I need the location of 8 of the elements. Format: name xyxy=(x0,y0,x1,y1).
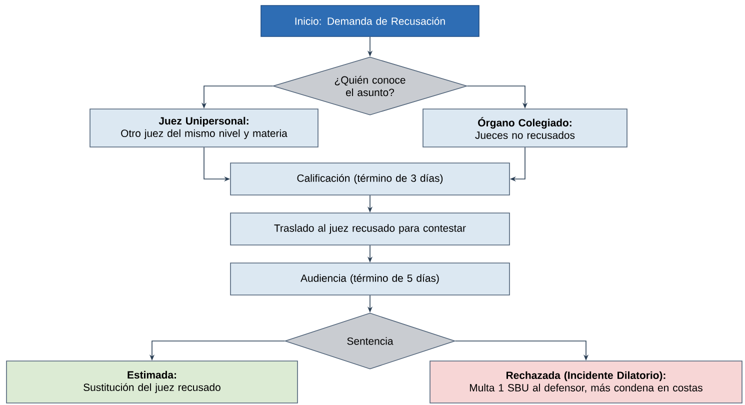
process-box: Calificación (término de 3 días) xyxy=(230,162,510,196)
process-box: Juez Unipersonal: Otro juez del mismo nivel y materia xyxy=(90,108,318,148)
process-box: Traslado al juez recusado para contestar xyxy=(230,212,510,246)
process-box: Audiencia (término de 5 días) xyxy=(230,262,510,296)
start-box: Inicio: Demanda de Recusación xyxy=(260,5,480,37)
process-box: Órgano Colegiado: Jueces no recusados xyxy=(422,108,628,148)
outcome-box: Estimada: Sustitución del juez recusado xyxy=(6,360,298,404)
outcome-box: Rechazada (Incidente Dilatorio): Multa 1 SBU al defensor, más condena en costas xyxy=(430,360,742,404)
